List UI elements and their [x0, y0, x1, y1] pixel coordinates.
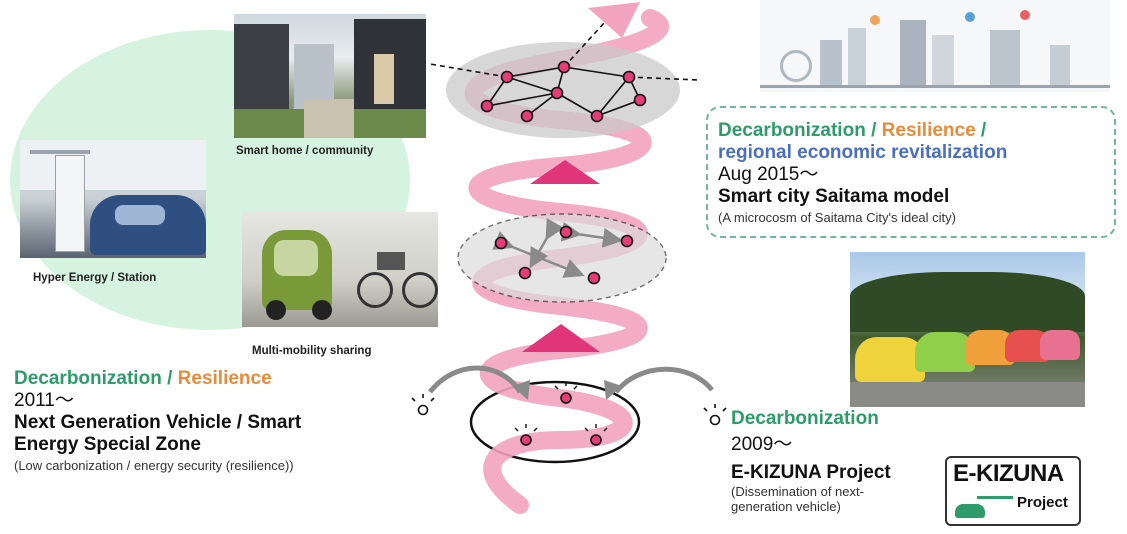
smart-city-dashed-box	[706, 106, 1116, 238]
middle-stage-title-line2: Energy Special Zone	[14, 434, 201, 455]
left-arrowhead	[512, 380, 530, 400]
lamp-icons	[411, 394, 727, 426]
theme-resilience: Resilience	[881, 120, 976, 141]
bottom-stage-text: Decarbonization 2009～ E-KIZUNA Project (…	[731, 408, 891, 514]
middle-stage-title-line1: Next Generation Vehicle / Smart	[14, 412, 302, 433]
bottom-node-sparkles	[514, 382, 608, 432]
triangle-arrow-lower	[522, 324, 600, 352]
bottom-ellipse	[469, 380, 641, 464]
right-arrowhead	[604, 380, 622, 400]
e-kizuna-vehicles-photo	[850, 252, 1085, 407]
top-stage-text: Decarbonization / Resilience / regional …	[718, 120, 1007, 225]
top-network-external-links	[429, 21, 699, 81]
top-stage-title: Smart city Saitama model	[718, 186, 950, 207]
logo-main-text: E-KIZUNA	[953, 460, 1064, 487]
middle-stage-theme: Decarbonization / Resilience	[14, 368, 301, 390]
middle-network-arrows	[492, 218, 623, 278]
theme-decarbonization: Decarbonization	[718, 120, 866, 141]
middle-stage-since: 2011～	[14, 390, 74, 411]
smart-home-caption: Smart home / community	[236, 145, 374, 157]
theme-resilience: Resilience	[177, 368, 272, 389]
theme-separator: /	[865, 120, 882, 141]
theme-decarbonization: Decarbonization	[14, 368, 162, 389]
smart-city-illustration	[760, 0, 1110, 92]
theme-separator: /	[161, 368, 178, 389]
multi-mobility-caption: Multi-mobility sharing	[252, 345, 372, 357]
smart-home-photo	[234, 14, 426, 138]
top-stage-theme-line1: Decarbonization / Resilience /	[718, 120, 1007, 142]
theme-regional-revitalization: regional economic revitalization	[718, 142, 1008, 163]
bottom-stage-theme: Decarbonization	[731, 408, 879, 429]
triangle-arrow-upper	[530, 160, 600, 184]
incoming-curved-arrows	[428, 365, 714, 394]
bottom-stage-since: 2009～	[731, 434, 793, 455]
middle-stage-text: Decarbonization / Resilience 2011～ Next …	[14, 368, 301, 473]
bottom-stage-note-line2: generation vehicle)	[731, 499, 841, 514]
theme-separator: /	[975, 120, 987, 141]
top-stage-since: Aug 2015～	[718, 164, 819, 185]
top-network-nodes	[480, 60, 647, 123]
middle-stage-note: (Low carbonization / energy security (re…	[14, 458, 294, 473]
top-stage-note: (A microcosm of Saitama City's ideal cit…	[718, 210, 956, 225]
bottom-stage-title: E-KIZUNA Project	[731, 462, 891, 483]
bottom-nodes	[520, 392, 602, 446]
hyper-energy-caption: Hyper Energy / Station	[33, 272, 157, 284]
spiral-arrowhead	[588, 2, 640, 38]
logo-plug-icon	[977, 496, 1013, 499]
hyper-energy-station-photo	[20, 140, 206, 258]
bottom-stage-note-line1: (Dissemination of next-	[731, 484, 864, 499]
logo-car-icon	[955, 504, 985, 518]
e-kizuna-logo: E-KIZUNA Project	[945, 456, 1081, 526]
logo-sub-text: Project	[1017, 494, 1068, 511]
top-network-ellipse	[446, 42, 680, 138]
multi-mobility-photo	[242, 212, 438, 327]
middle-network-nodes	[494, 225, 634, 285]
